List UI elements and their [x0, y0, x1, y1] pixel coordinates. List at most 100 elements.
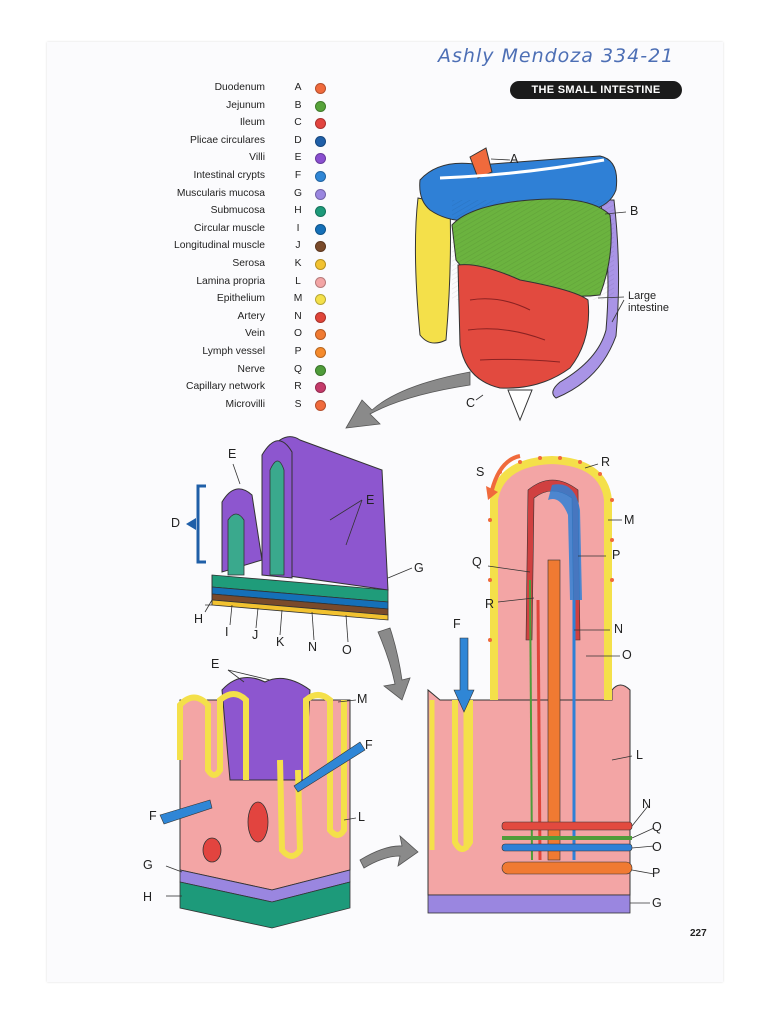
- legend-row: Serosa K: [150, 256, 340, 274]
- label-g-muscularis-1: G: [414, 561, 424, 575]
- legend-color-swatch: [315, 294, 326, 306]
- legend-color-swatch: [315, 206, 326, 218]
- label-c-ileum: C: [466, 396, 476, 410]
- label-j-longitudinal: J: [252, 628, 259, 642]
- legend-key-letter: B: [294, 99, 302, 111]
- legend-color-swatch: [315, 100, 326, 112]
- label-n-artery-1: N: [308, 640, 318, 654]
- legend-structure-name: Microvilli: [225, 398, 265, 410]
- legend-key-letter: K: [294, 257, 302, 269]
- label-m-epithelium-1: M: [357, 692, 368, 706]
- legend-key-letter: A: [294, 82, 302, 93]
- legend-structure-name: Jejunum: [226, 99, 265, 111]
- legend-row: Plicae circulares D: [150, 133, 340, 151]
- legend-structure-name: Muscularis mucosa: [176, 187, 265, 199]
- legend-structure-name: Ileum: [239, 117, 265, 129]
- label-s-microvilli: S: [476, 465, 485, 479]
- legend-key-letter: G: [293, 187, 302, 199]
- legend-row: Microvilli S: [150, 397, 340, 415]
- legend-row: Muscularis mucosa G: [150, 186, 340, 204]
- label-l-lamina-1: L: [358, 810, 365, 824]
- legend-row: Vein O: [150, 326, 340, 344]
- label-e-villi-top: E: [228, 447, 237, 461]
- label-l-lamina-2: L: [636, 748, 643, 762]
- legend-key-letter: O: [293, 328, 302, 340]
- legend-structure-name: Vein: [244, 328, 265, 340]
- label-p-lymph-1: P: [612, 548, 621, 562]
- legend-color-swatch: [315, 311, 326, 323]
- legend-key-letter: D: [294, 134, 302, 146]
- page-number: 227: [690, 928, 707, 939]
- label-r-capillary-1: R: [601, 455, 611, 469]
- legend-structure-name: Epithelium: [216, 293, 265, 305]
- label-large-intestine: Large intestine: [628, 290, 669, 314]
- legend-color-swatch: [315, 118, 326, 130]
- legend-color-swatch: [315, 346, 326, 358]
- legend-color-swatch: [315, 135, 326, 147]
- label-h-submucosa-2: H: [143, 890, 153, 904]
- legend-structure-name: Plicae circulares: [190, 134, 265, 146]
- legend-row: Longitudinal muscle J: [150, 238, 340, 256]
- legend-row: Capillary network R: [150, 379, 340, 397]
- legend-key-letter: F: [294, 169, 302, 181]
- legend-structure-name: Duodenum: [214, 82, 265, 93]
- legend-key-letter: Q: [293, 363, 302, 375]
- legend-structure-name: Intestinal crypts: [193, 169, 265, 181]
- label-o-vein-1: O: [342, 643, 352, 657]
- label-f-crypt-2: F: [149, 809, 157, 823]
- legend-structure-name: Capillary network: [186, 381, 265, 393]
- legend-structure-name: Serosa: [232, 257, 265, 269]
- page-title: THE SMALL INTESTINE: [510, 81, 682, 99]
- label-a-duodenum: A: [510, 152, 519, 166]
- abdomen-overview: [414, 147, 627, 422]
- label-g-muscularis-3: G: [652, 896, 662, 910]
- label-n-artery-2: N: [614, 622, 624, 636]
- legend-key-letter: P: [294, 345, 302, 357]
- label-m-epithelium-2: M: [624, 513, 635, 527]
- label-o-vein-2: O: [622, 648, 632, 662]
- label-e-villi-2: E: [211, 657, 220, 671]
- handwritten-name: Ashly Mendoza 334-21: [438, 45, 675, 67]
- legend-row: Jejunum B: [150, 98, 340, 116]
- label-e-villi-right: E: [366, 493, 375, 507]
- legend-structure-name: Longitudinal muscle: [173, 240, 265, 252]
- plicae-circulares-block: [186, 436, 413, 643]
- legend-key-letter: I: [296, 222, 300, 234]
- label-k-serosa: K: [276, 635, 285, 649]
- label-d-plicae: D: [171, 516, 181, 530]
- legend-key-letter: J: [295, 240, 301, 252]
- label-n-artery-3: N: [642, 797, 652, 811]
- label-f-crypt-1: F: [365, 738, 373, 752]
- legend-color-swatch: [315, 399, 326, 411]
- legend-structure-name: Lamina propria: [196, 275, 265, 287]
- legend-structure-name: Circular muscle: [194, 222, 265, 234]
- legend-color-swatch: [315, 329, 326, 341]
- legend-color-swatch: [315, 223, 326, 235]
- label-b-jejunum: B: [630, 204, 639, 218]
- legend-color-swatch: [315, 241, 326, 253]
- legend-color-swatch: [315, 258, 326, 270]
- single-villus-detail: [427, 454, 655, 914]
- legend-key-letter: N: [294, 310, 302, 322]
- legend-key-letter: E: [294, 152, 302, 164]
- legend-key-letter: S: [294, 398, 302, 410]
- label-f-crypt-3: F: [453, 617, 461, 631]
- legend-key-letter: H: [294, 205, 302, 217]
- legend-structure-name: Artery: [237, 310, 265, 322]
- legend-structure-name: Villi: [249, 152, 265, 164]
- legend-color-swatch: [315, 170, 326, 182]
- legend-structure-name: Nerve: [237, 363, 265, 375]
- legend-row: Artery N: [150, 309, 340, 327]
- legend-color-swatch: [315, 83, 326, 94]
- legend-key-letter: L: [295, 275, 301, 287]
- legend-row: Lamina propria L: [150, 274, 340, 292]
- legend-row: Villi E: [150, 150, 340, 168]
- legend-key-letter: R: [294, 381, 302, 393]
- label-q-nerve-2: Q: [652, 820, 662, 834]
